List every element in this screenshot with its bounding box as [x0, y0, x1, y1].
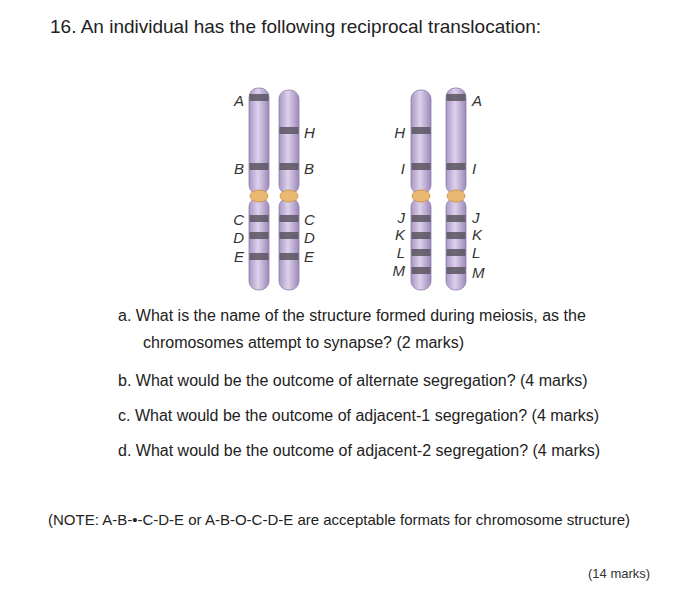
chromosome-band — [447, 163, 466, 170]
gene-letter: I — [472, 161, 476, 176]
gene-letter: I — [401, 161, 405, 176]
gene-letter: A — [472, 93, 482, 108]
chromosome-band — [412, 215, 431, 222]
centromere — [412, 190, 430, 202]
chromosome-band — [412, 127, 431, 134]
chromosome-arm — [411, 198, 431, 290]
centromere — [280, 190, 298, 202]
centromere — [250, 190, 268, 202]
gene-letter: D — [233, 230, 244, 245]
gene-letter: C — [304, 212, 315, 227]
chromosome-arm — [411, 90, 431, 194]
gene-letter: D — [304, 230, 315, 245]
chromosome-band — [280, 253, 299, 260]
question-part: a. What is the name of the structure for… — [118, 302, 663, 356]
gene-letter: A — [234, 93, 244, 108]
gene-letter: C — [233, 212, 244, 227]
note-text: (NOTE: A-B-•-C-D-E or A-B-O-C-D-E are ac… — [48, 508, 648, 532]
gene-letter: B — [234, 161, 244, 176]
gene-letter: M — [393, 263, 406, 278]
chromosome-arm — [279, 198, 299, 290]
gene-letter: K — [472, 227, 482, 242]
chromosome-band — [412, 232, 431, 239]
chromosome-band — [447, 232, 466, 239]
chromosome-band — [447, 215, 466, 222]
chromosome-band — [250, 253, 269, 260]
gene-letter: H — [304, 125, 315, 140]
gene-letter: K — [395, 227, 405, 242]
chromosome-band — [447, 249, 466, 256]
chromosome-band — [280, 215, 299, 222]
chromosome-band — [447, 267, 466, 274]
chromosome-arm — [446, 198, 466, 290]
gene-letter: M — [472, 265, 485, 280]
question-part: b. What would be the outcome of alternat… — [118, 367, 663, 394]
chromosome-band — [280, 127, 299, 134]
chromosome-arm — [249, 198, 269, 290]
gene-letter: L — [472, 245, 480, 260]
gene-letter: E — [304, 249, 314, 264]
gene-letter: B — [304, 161, 314, 176]
gene-letter: H — [394, 125, 405, 140]
chromosome-band — [412, 249, 431, 256]
marks-total: (14 marks) — [588, 566, 650, 582]
centromere — [447, 190, 465, 202]
question-part: d. What would be the outcome of adjacent… — [118, 437, 663, 464]
chromosome-arm — [446, 88, 466, 194]
chromosome-band — [447, 94, 466, 101]
gene-letter: J — [472, 210, 480, 225]
chromosome-group — [249, 88, 466, 290]
chromosome-band — [250, 232, 269, 239]
gene-letter: J — [398, 210, 406, 225]
gene-letter: L — [397, 245, 405, 260]
chromosome-band — [412, 267, 431, 274]
chromosome-band — [412, 163, 431, 170]
chromosome-arm — [249, 88, 269, 194]
chromosome-band — [250, 94, 269, 101]
chromosome-arm — [279, 90, 299, 194]
chromosome-band — [250, 215, 269, 222]
chromosome-band — [280, 163, 299, 170]
chromosome-band — [250, 163, 269, 170]
question-heading: 16. An individual has the following reci… — [50, 16, 541, 38]
chromosome-band — [280, 232, 299, 239]
gene-letter: E — [234, 249, 244, 264]
question-part: c. What would be the outcome of adjacent… — [118, 402, 663, 429]
